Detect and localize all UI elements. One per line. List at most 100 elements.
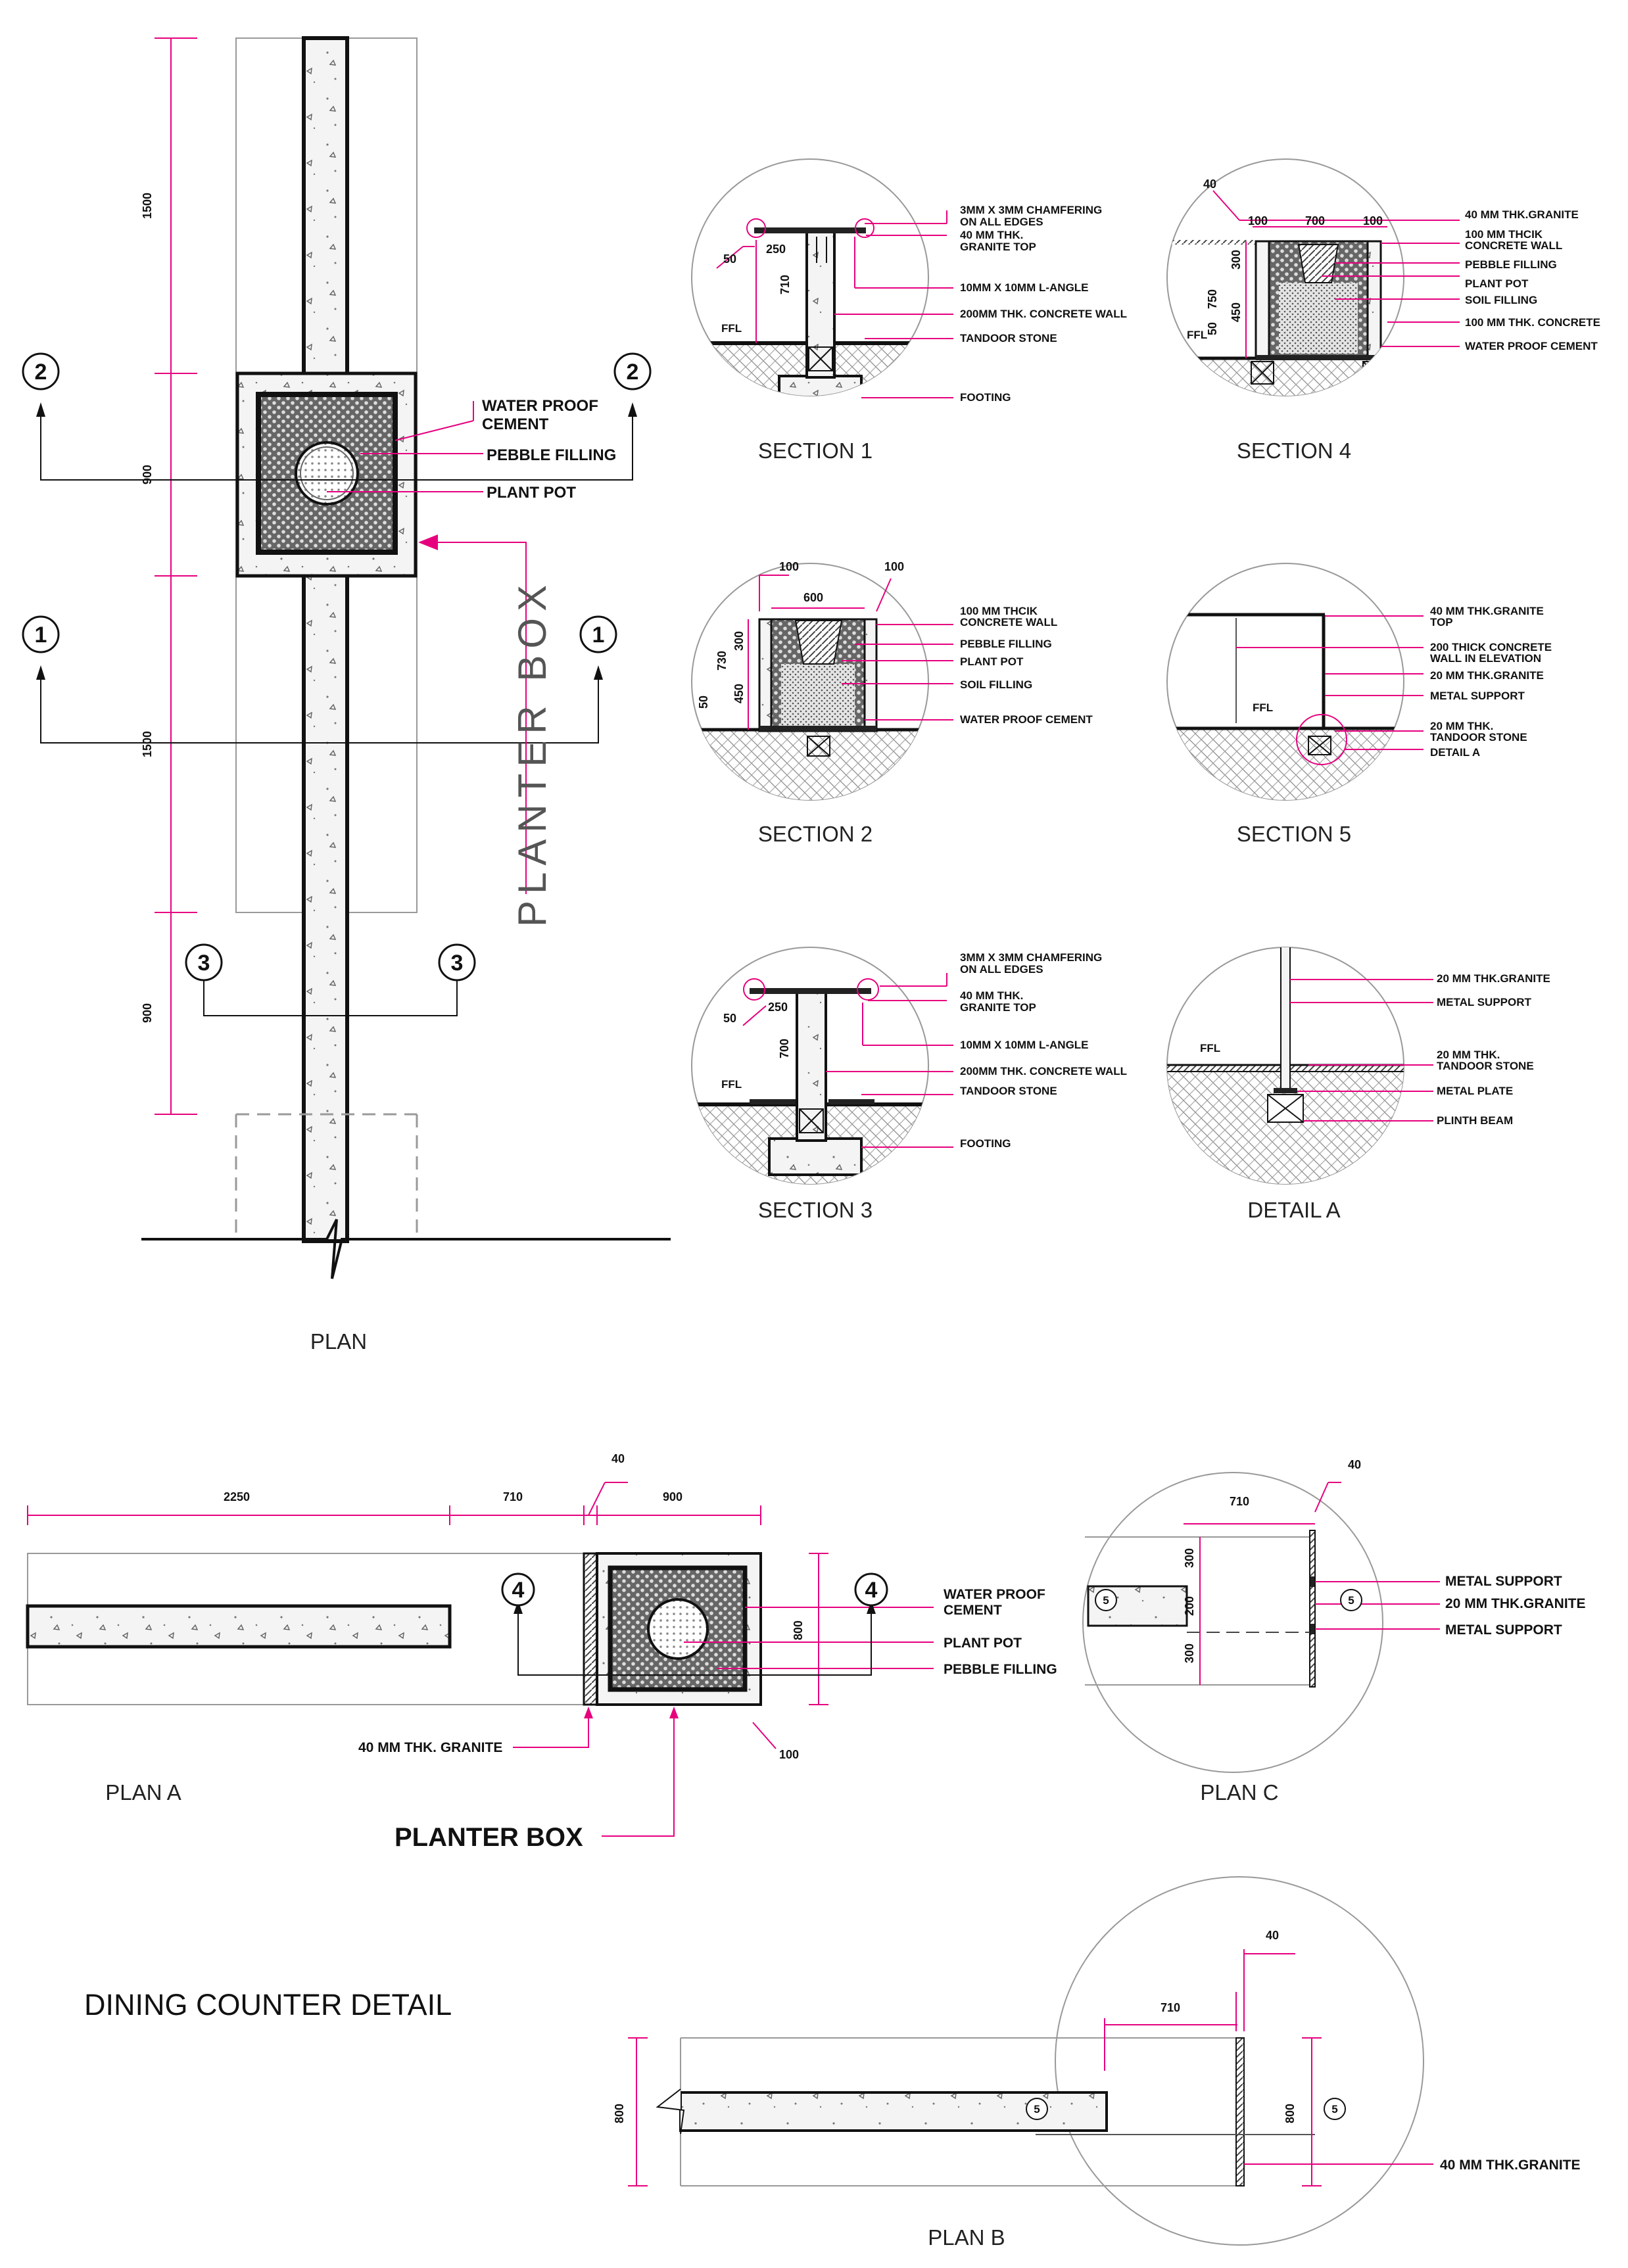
plan-callout-pebble-filling: PEBBLE FILLING — [487, 446, 616, 464]
da-label-granite: 20 MM THK.GRANITE — [1437, 972, 1550, 985]
pa-callout-pebble: PEBBLE FILLING — [944, 1662, 1057, 1677]
s2-dim-50: 50 — [697, 696, 710, 709]
s2-label-pebble: PEBBLE FILLING — [960, 638, 1052, 650]
s2-cw-l2: CONCRETE WALL — [960, 616, 1057, 628]
s2-label-plant-pot: PLANT POT — [960, 655, 1024, 668]
pc-dim-710: 710 — [1230, 1495, 1249, 1508]
s4-dim-50: 50 — [1206, 322, 1219, 335]
da-ffl: FFL — [1200, 1042, 1220, 1054]
s3-label-granite-top: 40 MM THK.GRANITE TOP — [960, 989, 1036, 1014]
section-4-drawing: 40 100 700 100 300 750 450 50 FFL 40 MM … — [1166, 158, 1600, 463]
s3-label-concrete-wall: 200MM THK. CONCRETE WALL — [960, 1065, 1127, 1077]
pc-dim-200: 200 — [1183, 1596, 1196, 1616]
s1-ffl: FFL — [721, 322, 742, 335]
pa-callout-granite: 40 MM THK. GRANITE — [358, 1740, 502, 1755]
s3-dim-50: 50 — [723, 1012, 736, 1025]
pc-callout-granite: 20 MM THK.GRANITE — [1445, 1596, 1586, 1611]
pa-caption: PLAN A — [105, 1780, 181, 1805]
s2-cw-l1: 100 MM THCIK — [960, 605, 1038, 617]
s3-granite-l1: 40 MM THK. — [960, 989, 1023, 1002]
s2-label-wpc: WATER PROOF CEMENT — [960, 713, 1093, 726]
pa-wpc-l2: CEMENT — [944, 1603, 1002, 1618]
s2-dim-450: 450 — [732, 684, 746, 703]
s1-label-concrete-wall: 200MM THK. CONCRETE WALL — [960, 308, 1127, 320]
plan-marker-1-right: 1 — [579, 615, 617, 653]
s5-ts-l1: 20 MM THK. — [1430, 720, 1493, 732]
s5-label-granite: 20 MM THK.GRANITE — [1430, 669, 1544, 682]
pb-caption: PLAN B — [928, 2225, 1005, 2250]
pa-dim-40: 40 — [611, 1452, 625, 1465]
pc-callout-metal-support-1: METAL SUPPORT — [1445, 1574, 1562, 1589]
plan-dim-900-top: 900 — [141, 465, 154, 484]
s3-granite-l2: GRANITE TOP — [960, 1001, 1036, 1014]
da-label-metal-plate: METAL PLATE — [1437, 1085, 1513, 1097]
s2-dim-730: 730 — [715, 651, 729, 671]
pa-marker-4-right: 4 — [854, 1572, 888, 1607]
s4-label-wpc: WATER PROOF CEMENT — [1465, 340, 1598, 352]
pc-dim-300-bottom: 300 — [1183, 1643, 1196, 1663]
plan-vertical-label: PLANTER BOX — [510, 579, 554, 927]
pc-caption: PLAN C — [1200, 1780, 1278, 1805]
pb-marker-5-right: 5 — [1324, 2098, 1346, 2120]
s3-dim-700: 700 — [778, 1039, 791, 1058]
s1-dim-250: 250 — [766, 243, 786, 256]
s4-dim-450: 450 — [1230, 302, 1243, 322]
pa-wpc-l1: WATER PROOF — [944, 1587, 1045, 1602]
pc-callout-metal-support-2: METAL SUPPORT — [1445, 1622, 1562, 1638]
pa-dim-900: 900 — [663, 1490, 682, 1503]
page-title: DINING COUNTER DETAIL — [84, 1988, 452, 2021]
plan-callout-wpc-line1: WATER PROOF — [482, 397, 598, 415]
s4-dim-40: 40 — [1203, 177, 1216, 191]
plan-marker-3-left: 3 — [185, 943, 223, 981]
s5-label-metal-support: METAL SUPPORT — [1430, 690, 1525, 702]
pa-dim-2250: 2250 — [224, 1490, 250, 1503]
s3-chamfer-l2: ON ALL EDGES — [960, 963, 1043, 976]
plan-c-drawing: 40 710 300 200 300 5 5 METAL SUPPORT 20 … — [1082, 1458, 1586, 1805]
s4-dim-300: 300 — [1230, 250, 1243, 270]
s5-label-detail-a: DETAIL A — [1430, 746, 1480, 759]
plan-drawing: 1500 900 1500 900 2 2 1 1 3 3 WATER PROO… — [22, 36, 671, 1354]
svg-text:5: 5 — [1348, 1594, 1354, 1607]
pb-dim-800-left: 800 — [613, 2104, 626, 2123]
pa-marker-4-left: 4 — [501, 1572, 535, 1607]
s1-granite-l1: 40 MM THK. — [960, 229, 1023, 241]
s1-dim-50: 50 — [723, 252, 736, 266]
pa-dim-710: 710 — [503, 1490, 523, 1503]
s1-label-footing: FOOTING — [960, 391, 1011, 404]
s5-gt-l2: TOP — [1430, 616, 1453, 628]
s5-label-tandoor: 20 MM THK.TANDOOR STONE — [1430, 720, 1527, 744]
da-ts-l1: 20 MM THK. — [1437, 1049, 1500, 1061]
plan-marker-2-left: 2 — [22, 352, 60, 390]
svg-text:1: 1 — [35, 623, 47, 648]
pb-callout-granite: 40 MM THK.GRANITE — [1440, 2158, 1581, 2173]
plan-callout-plant-pot: PLANT POT — [487, 484, 576, 502]
s1-dim-710: 710 — [778, 275, 792, 295]
pc-dim-300-top: 300 — [1183, 1548, 1196, 1568]
pb-dim-40: 40 — [1266, 1929, 1279, 1942]
s2-label-soil: SOIL FILLING — [960, 678, 1032, 691]
s4-dim-100-left: 100 — [1248, 214, 1268, 227]
da-label-tandoor: 20 MM THK.TANDOOR STONE — [1437, 1049, 1534, 1072]
pa-callout-plant-pot: PLANT POT — [944, 1636, 1022, 1651]
s4-dim-100-right: 100 — [1363, 214, 1383, 227]
s4-label-plant-pot: PLANT POT — [1465, 277, 1529, 290]
svg-text:4: 4 — [512, 1578, 525, 1603]
da-label-plinth-beam: PLINTH BEAM — [1437, 1114, 1513, 1127]
svg-text:5: 5 — [1034, 2103, 1040, 2115]
s4-label-soil: SOIL FILLING — [1465, 294, 1537, 306]
s4-dim-750: 750 — [1206, 289, 1219, 309]
s3-chamfer-l1: 3MM X 3MM CHAMFERING — [960, 951, 1102, 964]
da-label-metal-support: METAL SUPPORT — [1437, 996, 1531, 1008]
s1-caption: SECTION 1 — [758, 438, 873, 463]
s5-caption: SECTION 5 — [1237, 822, 1351, 846]
pc-marker-5-left: 5 — [1095, 1589, 1117, 1611]
plan-caption: PLAN — [310, 1329, 367, 1354]
pb-dim-800-right: 800 — [1283, 2104, 1297, 2123]
svg-text:3: 3 — [198, 951, 210, 976]
svg-text:2: 2 — [627, 360, 639, 385]
